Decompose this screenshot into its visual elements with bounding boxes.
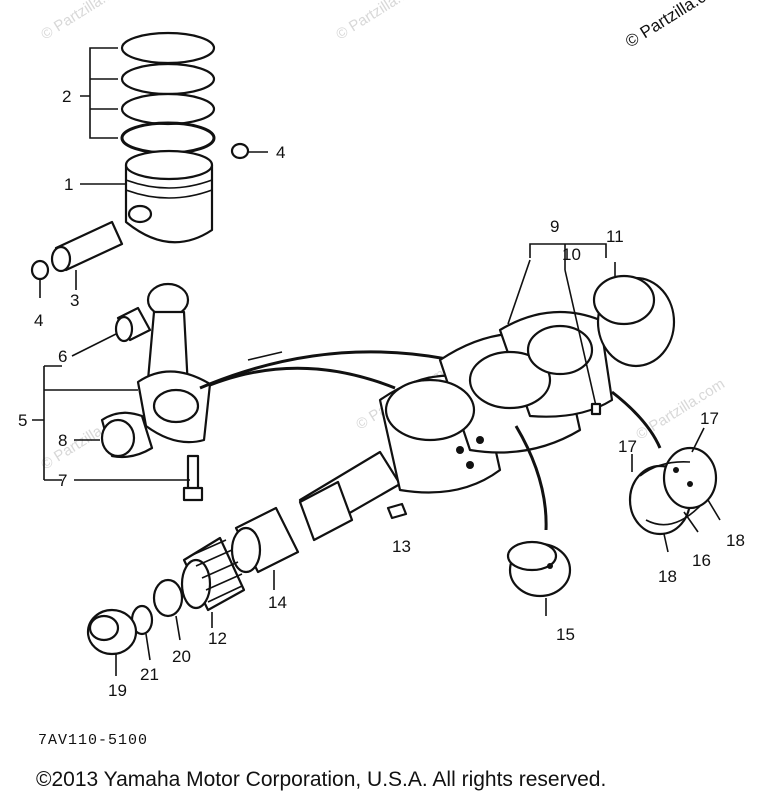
thrust-washer[interactable] — [152, 578, 184, 618]
watermark-faint: © Partzilla.com — [38, 0, 133, 43]
assembly-arrow — [514, 425, 548, 531]
callout-8: 8 — [58, 431, 67, 450]
roller-bearing[interactable] — [230, 506, 300, 574]
callout-9: 9 — [550, 217, 559, 236]
leader-5 — [32, 365, 138, 481]
watermark-corner: © Partzilla.com — [622, 0, 729, 51]
callout-3: 3 — [70, 291, 79, 310]
piston-pin[interactable] — [50, 220, 124, 273]
leader-6 — [71, 333, 117, 357]
copyright-notice: ©2013 Yamaha Motor Corporation, U.S.A. A… — [36, 768, 607, 791]
leader-2 — [80, 47, 118, 139]
connecting-rod[interactable] — [136, 282, 212, 502]
callout-16: 16 — [692, 551, 711, 570]
small-end-bearing[interactable] — [114, 306, 152, 343]
assembly-arrow — [209, 366, 396, 390]
leader-21 — [145, 633, 151, 661]
woodruff-key[interactable] — [386, 502, 408, 520]
piston-pin-clip-upper[interactable] — [230, 142, 250, 160]
callout-19: 19 — [108, 681, 127, 700]
primary-drive-gear[interactable] — [180, 536, 246, 612]
callout-10: 10 — [562, 245, 581, 264]
crankshaft-bearing[interactable] — [506, 540, 572, 598]
main-bearing-sleeve[interactable] — [592, 274, 676, 368]
callout-1: 1 — [64, 175, 73, 194]
callout-13: 13 — [392, 537, 411, 556]
oil-seal[interactable] — [86, 608, 138, 656]
callout-17: 17 — [618, 437, 637, 456]
assembly-arrow — [247, 351, 283, 361]
watermark-faint: © Partzilla.com — [333, 0, 428, 43]
callout-4: 4 — [276, 143, 285, 162]
assembly-arrow — [611, 390, 662, 449]
callout-4: 4 — [34, 311, 43, 330]
callout-12: 12 — [208, 629, 227, 648]
callout-15: 15 — [556, 625, 575, 644]
callout-5: 5 — [18, 411, 27, 430]
leader-9-10 — [507, 243, 607, 407]
big-end-bearing[interactable] — [100, 411, 154, 459]
leader-16-17-18 — [631, 427, 721, 553]
callout-2: 2 — [62, 87, 71, 106]
callout-7: 7 — [58, 471, 67, 490]
leader-20 — [175, 615, 181, 641]
callout-6: 6 — [58, 347, 67, 366]
piston-rings[interactable] — [120, 31, 216, 155]
piston[interactable] — [124, 149, 214, 244]
main-bearing-assembly[interactable] — [628, 446, 718, 536]
callout-21: 21 — [140, 665, 159, 684]
callout-11: 11 — [606, 227, 624, 246]
callout-17: 17 — [700, 409, 719, 428]
callout-20: 20 — [172, 647, 191, 666]
callout-14: 14 — [268, 593, 287, 612]
piston-pin-clip-lower[interactable] — [30, 259, 50, 281]
callout-18: 18 — [658, 567, 677, 586]
crankshaft[interactable] — [298, 310, 614, 542]
diagram-code: 7AV110-5100 — [38, 732, 148, 749]
crank-pin-plug[interactable] — [590, 402, 602, 416]
callout-18: 18 — [726, 531, 745, 550]
